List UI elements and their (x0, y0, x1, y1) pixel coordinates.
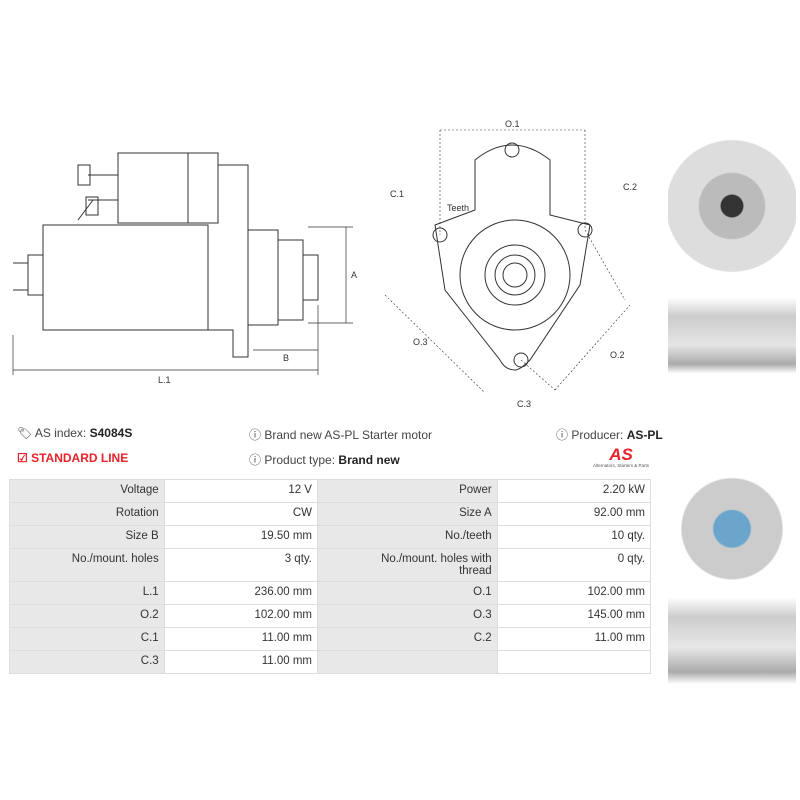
info-icon: ⓘ (249, 428, 262, 442)
spec-label: Rotation (9, 502, 165, 526)
spec-label: C.3 (9, 650, 165, 674)
checkbox-icon: ☑ (17, 451, 28, 465)
front-view-diagram: O.1 C.1 C.2 Teeth O.3 O.2 C.3 (384, 119, 637, 409)
dim-o3-label: O.3 (413, 337, 428, 347)
spec-label: No./mount. holes (9, 548, 165, 582)
spec-value: 145.00 mm (496, 604, 652, 628)
spec-label: O.3 (316, 604, 498, 628)
spec-label: Voltage (9, 479, 165, 503)
dim-o2-label: O.2 (610, 350, 625, 360)
side-view-diagram: L.1 B A (12, 152, 357, 385)
spec-value: 236.00 mm (163, 581, 318, 605)
dim-c1-label: C.1 (390, 189, 404, 199)
standard-line-badge: ☑ STANDARD LINE (17, 451, 129, 465)
as-pl-logo: AS Alternators, Starters & Parts (592, 445, 650, 468)
producer: ⓘ Producer: AS-PL (556, 428, 663, 442)
spec-value: 2.20 kW (496, 479, 652, 503)
spec-value: 92.00 mm (496, 502, 652, 526)
teeth-label: Teeth (447, 203, 469, 213)
spec-label: Size B (9, 525, 165, 549)
spec-value: 19.50 mm (163, 525, 318, 549)
tags-icon: 🏷 (17, 426, 33, 440)
dim-c2-label: C.2 (623, 182, 637, 192)
spec-label: Size A (316, 502, 498, 526)
as-index: 🏷 AS index: S4084S (17, 426, 133, 440)
spec-value: 11.00 mm (163, 627, 318, 651)
description: ⓘ Brand new AS-PL Starter motor (249, 428, 432, 442)
dim-l1-label: L.1 (158, 375, 171, 385)
product-photo-rear (668, 392, 796, 582)
spec-label: No./teeth (316, 525, 498, 549)
spec-label (316, 650, 498, 674)
product-photo-angle (668, 592, 796, 692)
dim-o1-label: O.1 (505, 119, 520, 129)
spec-label: Power (316, 479, 498, 503)
spec-label: C.2 (316, 627, 498, 651)
spec-value: CW (163, 502, 318, 526)
info-icon: ⓘ (249, 453, 262, 467)
spec-label: O.1 (316, 581, 498, 605)
spec-label: L.1 (9, 581, 165, 605)
dim-b-label: B (283, 353, 289, 363)
dim-c3-label: C.3 (517, 399, 531, 409)
spec-value: 11.00 mm (496, 627, 652, 651)
spec-value: 10 qty. (496, 525, 652, 549)
spec-value: 0 qty. (496, 548, 652, 582)
product-photo-side (668, 288, 796, 383)
spec-value: 102.00 mm (163, 604, 318, 628)
product-photo-front (668, 118, 796, 278)
spec-label: C.1 (9, 627, 165, 651)
dim-a-label: A (351, 270, 357, 280)
spec-label: O.2 (9, 604, 165, 628)
info-icon: ⓘ (556, 428, 569, 442)
spec-value (496, 650, 652, 674)
spec-value: 102.00 mm (496, 581, 652, 605)
spec-value: 11.00 mm (163, 650, 318, 674)
product-type: ⓘ Product type: Brand new (249, 453, 400, 467)
spec-value: 3 qty. (163, 548, 318, 582)
spec-label: No./mount. holes with thread (316, 548, 498, 582)
spec-value: 12 V (163, 479, 318, 503)
